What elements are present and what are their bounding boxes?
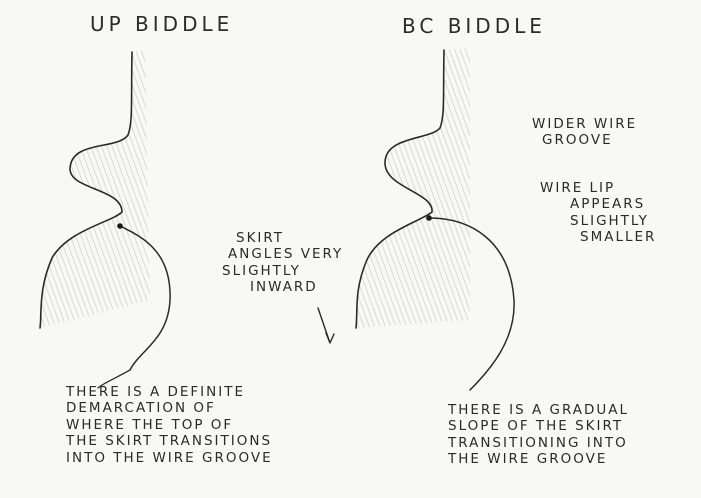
up-biddle-demarcation-dot	[117, 223, 123, 229]
note-line: SLIGHTLY	[570, 212, 649, 229]
note-line: ANGLES VERY	[228, 246, 344, 263]
up-biddle-profile	[39, 50, 171, 389]
note-line: INTO THE WIRE GROOVE	[66, 449, 273, 466]
note-line: THERE IS A GRADUAL	[448, 402, 630, 418]
skirt-angle-note: SKIRT ANGLES VERY SLIGHTLY INWARD	[222, 230, 343, 296]
bc-biddle-outline	[355, 49, 445, 329]
definite-demarcation-note: THERE IS A DEFINITE DEMARCATION OF WHERE…	[66, 384, 273, 466]
note-line: TRANSITIONING INTO	[448, 434, 628, 451]
note-line: SMALLER	[580, 229, 657, 246]
note-line: WIDER WIRE	[532, 116, 638, 132]
note-line: WHERE THE TOP OF	[66, 416, 234, 433]
bc-biddle-title: BC BIDDLE	[402, 14, 546, 38]
bc-biddle-transition-dot	[426, 215, 432, 221]
note-line: THE WIRE GROOVE	[448, 451, 608, 468]
bc-biddle-profile	[355, 48, 515, 391]
note-line: SLOPE OF THE SKIRT	[448, 418, 624, 435]
note-line: INWARD	[250, 279, 318, 296]
up-biddle-skirt-line	[119, 225, 171, 371]
wider-groove-note: WIDER WIRE GROOVE	[532, 116, 637, 149]
up-biddle-leader-line	[97, 369, 131, 389]
wire-lip-note: WIRE LIP APPEARS SLIGHTLY SMALLER	[540, 180, 656, 246]
note-line: APPEARS	[570, 196, 646, 213]
gradual-slope-note: THERE IS A GRADUAL SLOPE OF THE SKIRT TR…	[448, 402, 629, 468]
bc-biddle-skirt-line	[428, 217, 515, 391]
note-line: SLIGHTLY	[222, 262, 301, 279]
note-line: GROOVE	[542, 132, 613, 149]
note-line: SKIRT	[236, 230, 285, 246]
note-line: THE SKIRT TRANSITIONS	[66, 433, 273, 450]
note-line: WIRE LIP	[540, 180, 616, 196]
note-line: DEMARCATION OF	[66, 400, 216, 417]
up-biddle-outline	[39, 51, 133, 329]
bc-biddle-shading	[356, 48, 470, 328]
skirt-angle-arrow	[317, 307, 335, 344]
note-line: THERE IS A DEFINITE	[66, 384, 246, 400]
up-biddle-title: UP BIDDLE	[90, 12, 234, 36]
